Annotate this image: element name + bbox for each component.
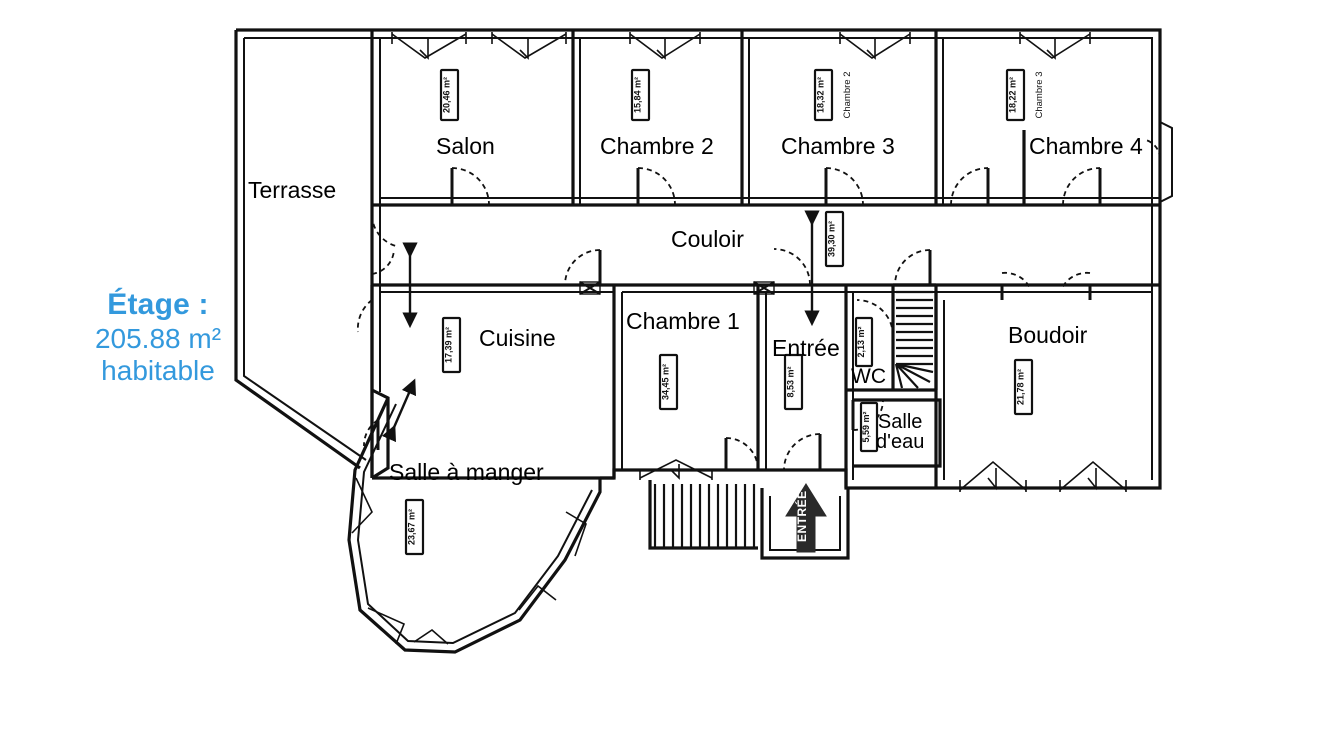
svg-text:18,22 m²: 18,22 m² — [1008, 77, 1018, 113]
room-label-salon: Salon — [436, 133, 495, 159]
floor-summary-caption: Étage : 205.88 m² habitable — [48, 288, 268, 388]
area-tag-salle-d-eau: 5,59 m² — [859, 401, 879, 453]
svg-text:18,32 m²: 18,32 m² — [816, 77, 826, 113]
room-label-salle-a-manger: Salle à manger — [389, 459, 544, 485]
area-tag-chambre-4: 18,22 m² Chambre 3 — [1005, 68, 1045, 122]
area-tag-couloir: 39,30 m² — [824, 210, 845, 268]
svg-text:Chambre 2: Chambre 2 — [842, 72, 853, 119]
area-tag-boudoir: 21,78 m² — [1013, 358, 1034, 416]
svg-text:2,13 m²: 2,13 m² — [856, 326, 866, 357]
wall-opening-x-2 — [753, 248, 811, 295]
doors-top-row — [450, 122, 1162, 206]
floor-title: Étage : — [107, 288, 209, 321]
svg-text:Chambre 3: Chambre 3 — [1034, 72, 1045, 119]
room-label-entree: Entrée — [772, 335, 840, 361]
area-tag-chambre-3: 18,32 m² Chambre 2 — [813, 68, 853, 122]
room-label-couloir: Couloir — [671, 226, 744, 252]
staircase-secondary — [648, 480, 758, 550]
exterior-walls — [234, 28, 1173, 490]
svg-text:23,67 m²: 23,67 m² — [407, 509, 417, 545]
window-symbols-bay — [348, 469, 601, 653]
floor-area-value: 205.88 m² — [94, 322, 222, 354]
svg-text:17,39 m²: 17,39 m² — [444, 327, 454, 363]
wall-opening-x-1 — [564, 249, 602, 295]
doors-lower — [356, 214, 1092, 471]
svg-text:8,53 m²: 8,53 m² — [786, 366, 796, 397]
svg-text:21,78 m²: 21,78 m² — [1016, 369, 1026, 405]
room-label-terrasse: Terrasse — [248, 177, 337, 203]
direction-arrows — [381, 210, 820, 443]
area-tag-wc: 2,13 m² — [854, 316, 874, 368]
entry-arrow: ENTRÉE — [785, 483, 827, 553]
room-label-cuisine: Cuisine — [479, 325, 556, 351]
entry-arrow-label: ENTRÉE — [794, 490, 809, 542]
area-tag-cuisine: 17,39 m² — [441, 316, 462, 374]
floor-area-qualifier: habitable — [101, 355, 215, 387]
svg-text:5,59 m²: 5,59 m² — [861, 411, 871, 442]
area-tag-chambre-1: 34,45 m² — [658, 353, 679, 411]
room-label-chambre-3: Chambre 3 — [781, 133, 895, 159]
staircase-main — [894, 290, 934, 389]
svg-text:34,45 m²: 34,45 m² — [661, 364, 671, 400]
svg-text:20,46 m²: 20,46 m² — [442, 77, 452, 113]
room-label-chambre-1: Chambre 1 — [626, 308, 740, 334]
area-tag-chambre-2: 15,84 m² — [630, 68, 651, 122]
area-tag-salon: 20,46 m² — [439, 68, 460, 122]
svg-text:15,84 m²: 15,84 m² — [633, 77, 643, 113]
window-symbols-top — [391, 32, 1091, 60]
room-label-chambre-2: Chambre 2 — [600, 133, 714, 159]
window-symbols-bottom — [639, 459, 1127, 492]
svg-text:39,30 m²: 39,30 m² — [827, 221, 837, 257]
area-tags: 20,46 m² 15,84 m² 18,32 m² Chambre 2 18,… — [404, 68, 1045, 556]
room-label-wc: WC — [851, 365, 886, 388]
area-tag-salle-a-manger: 23,67 m² — [404, 498, 425, 556]
area-tag-entree: 8,53 m² — [783, 353, 804, 411]
interior-partitions-middle — [372, 283, 1160, 488]
room-label-boudoir: Boudoir — [1008, 322, 1088, 348]
room-label-chambre-4: Chambre 4 — [1029, 133, 1143, 159]
